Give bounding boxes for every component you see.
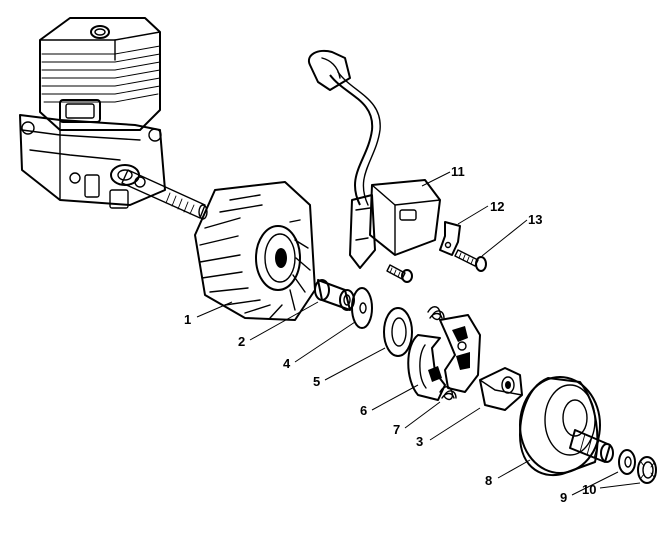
clutch-carrier bbox=[439, 314, 481, 393]
clutch-shoe bbox=[407, 334, 446, 401]
callout-12: 12 bbox=[490, 199, 504, 214]
thrust-washer bbox=[383, 307, 413, 357]
clutch-spring-upper bbox=[427, 306, 445, 321]
ignition-screw bbox=[386, 264, 413, 283]
callout-3: 3 bbox=[416, 434, 423, 449]
washer-small bbox=[351, 287, 373, 329]
callout-8: 8 bbox=[485, 473, 492, 488]
engine-assembly bbox=[19, 17, 166, 209]
callout-11: 11 bbox=[451, 164, 465, 179]
callout-6: 6 bbox=[360, 403, 367, 418]
callout-2: 2 bbox=[238, 334, 245, 349]
callout-7: 7 bbox=[393, 422, 400, 437]
ignition-module bbox=[307, 49, 441, 269]
ground-bracket bbox=[439, 221, 461, 256]
clutch-drum bbox=[519, 376, 614, 477]
clutch-spring-lower bbox=[439, 386, 457, 401]
e-clip bbox=[637, 456, 657, 484]
callout-labels: 1 2 3 4 5 6 7 8 9 10 11 12 13 bbox=[184, 164, 596, 505]
callout-10: 10 bbox=[582, 482, 596, 497]
flywheel bbox=[194, 181, 316, 321]
clutch-hub bbox=[479, 367, 523, 411]
callout-9: 9 bbox=[560, 490, 567, 505]
bushing bbox=[314, 279, 355, 311]
leader-lines bbox=[196, 171, 641, 496]
drum-washer bbox=[618, 449, 636, 475]
bracket-screw bbox=[454, 249, 487, 272]
callout-4: 4 bbox=[283, 356, 291, 371]
callout-1: 1 bbox=[184, 312, 191, 327]
callout-5: 5 bbox=[313, 374, 320, 389]
callout-13: 13 bbox=[528, 212, 542, 227]
